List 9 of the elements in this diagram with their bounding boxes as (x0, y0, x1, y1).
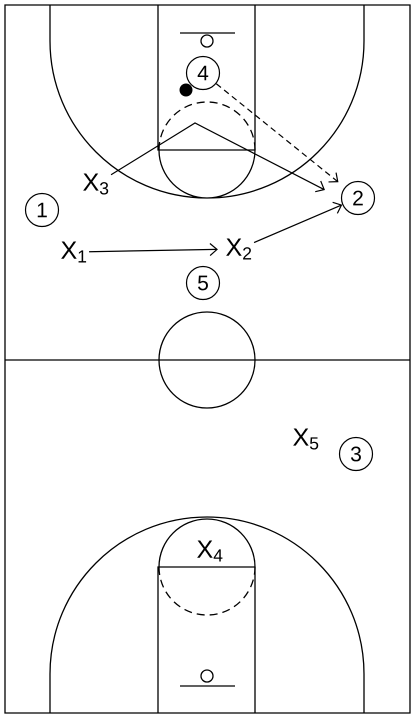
defender-mark: X$_{5}$ (293, 428, 318, 450)
defender-mark: X$_{3}$ (83, 173, 108, 195)
pass-arrow (216, 83, 338, 183)
arrow (110, 122, 325, 192)
arrow (254, 202, 342, 244)
defender-mark: X$_{4}$ (197, 540, 222, 562)
defender-mark: X$_{1}$ (61, 242, 86, 262)
arrow (89, 243, 218, 256)
defender-mark: X$_{2}$ (226, 238, 252, 260)
